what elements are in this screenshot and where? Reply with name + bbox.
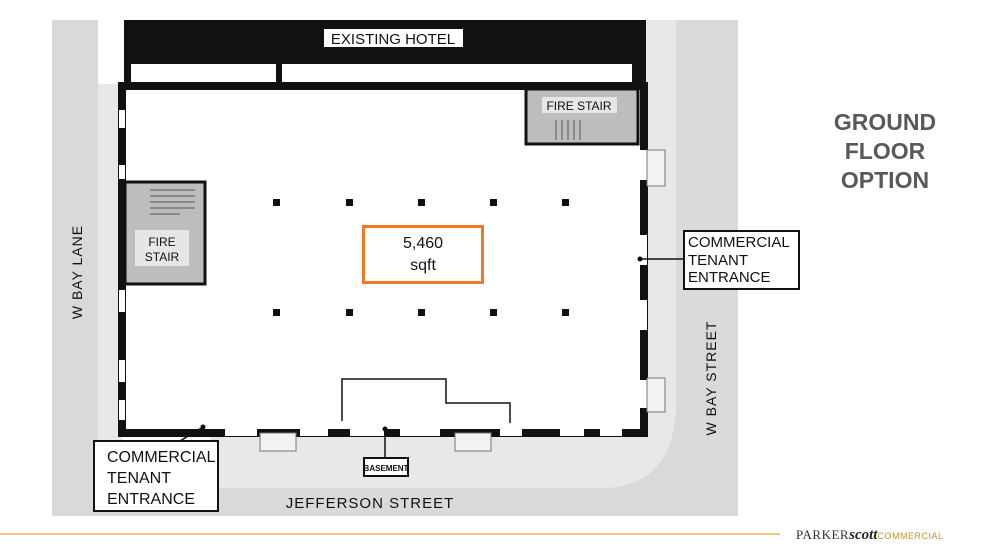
hotel-label-bg — [324, 29, 463, 47]
fire-stair-left-label-bg — [135, 230, 189, 266]
street-label-east: W BAY STREET — [703, 321, 719, 436]
bay-windows — [259, 149, 666, 452]
stair-treads-top — [555, 120, 581, 140]
brand-logo: PARKERscottCOMMERCIAL — [796, 526, 943, 544]
leader-west-entrance — [179, 426, 204, 442]
leader-basement-dot — [382, 426, 388, 432]
fire-stair-left-label-line1: FIRE — [148, 235, 175, 249]
fire-stair-top-label: FIRE STAIR — [546, 99, 611, 113]
area-unit: sqft — [410, 257, 436, 274]
road-south — [210, 488, 600, 516]
structural-columns — [273, 199, 569, 316]
basement-tag — [363, 457, 409, 477]
basement-stair-outline — [341, 378, 511, 423]
area-highlight: 5,460 sqft — [362, 225, 484, 284]
fire-stair-left-label-line2: STAIR — [145, 250, 180, 264]
existing-hotel-label: EXISTING HOTEL — [331, 31, 455, 48]
title-line-1: GROUND — [833, 109, 937, 135]
brand-parker: PARKER — [796, 527, 850, 542]
title-line-3: OPTION — [840, 167, 930, 193]
leader-west-dot — [200, 424, 206, 430]
brand-scott: scott — [849, 527, 878, 543]
hotel-window-right — [282, 64, 632, 82]
road-west — [52, 20, 98, 516]
title-line-2: FLOOR — [844, 138, 926, 164]
stair-treads-left — [150, 189, 195, 215]
street-label-south: JEFFERSON STREET — [286, 495, 455, 512]
basement-label: BASEMENT — [364, 464, 409, 473]
hotel-window-left — [131, 64, 276, 82]
street-label-west: W BAY LANE — [69, 225, 85, 319]
road-east — [600, 20, 738, 516]
area-value: 5,460 — [402, 235, 444, 252]
callout-west-entrance: COMMERCIAL TENANT ENTRANCE — [93, 440, 219, 512]
fire-stair-top-label-bg — [542, 97, 617, 113]
sidewalk-east — [210, 20, 676, 488]
brand-commercial: COMMERCIAL — [877, 531, 944, 541]
wall-openings — [119, 110, 647, 436]
leader-east-dot — [637, 256, 643, 262]
callout-east-line-3: ENTRANCE — [688, 269, 771, 286]
callout-east-entrance: COMMERCIAL TENANT ENTRANCE — [683, 230, 800, 290]
callout-west-line-3: ENTRANCE — [107, 491, 196, 508]
callout-east-line-1: COMMERCIAL — [688, 234, 790, 251]
callout-east-line-2: TENANT — [688, 251, 748, 269]
callout-west-line-1: COMMERCIAL — [107, 449, 216, 466]
callout-west-line-2: TENANT — [107, 470, 171, 487]
